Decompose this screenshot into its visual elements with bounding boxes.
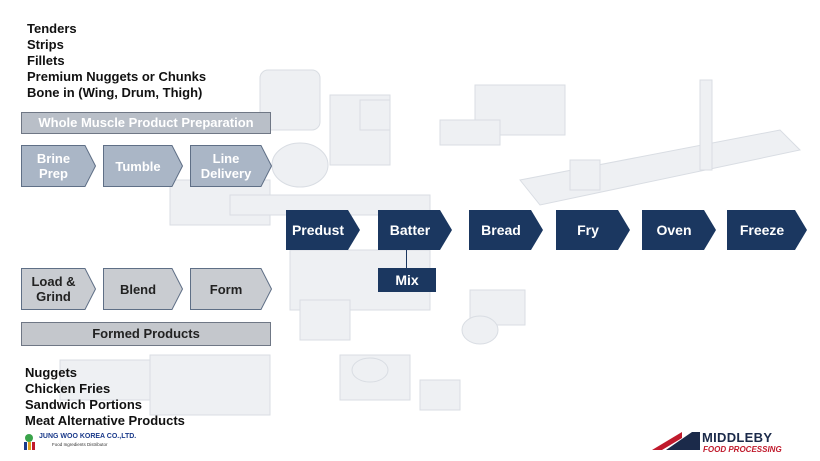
middleby-tagline: FOOD PROCESSING bbox=[703, 445, 782, 454]
list-item: Bone in (Wing, Drum, Thigh) bbox=[27, 85, 203, 100]
chevron-shape bbox=[190, 268, 272, 310]
step-oven: Oven bbox=[642, 210, 716, 250]
formed-products-section-title: Formed Products bbox=[21, 322, 271, 346]
step-blend: Blend bbox=[103, 268, 183, 310]
list-item: Premium Nuggets or Chunks bbox=[27, 69, 207, 84]
whole-muscle-section-title: Whole Muscle Product Preparation bbox=[21, 112, 271, 134]
chevron-shape bbox=[21, 145, 96, 187]
jung-woo-name: JUNG WOO KOREA CO.,LTD. bbox=[39, 433, 137, 440]
middleby-stripe-icon bbox=[652, 432, 700, 450]
middleby-logo: MIDDLEBY FOOD PROCESSING bbox=[652, 428, 792, 458]
step-label: Batter bbox=[389, 221, 431, 238]
step-label: Freeze bbox=[739, 221, 785, 238]
list-item: Tenders bbox=[27, 21, 77, 36]
step-bread: Bread bbox=[469, 210, 543, 250]
step-label: Fry bbox=[577, 221, 599, 238]
list-item: Meat Alternative Products bbox=[25, 413, 185, 428]
list-item: Strips bbox=[27, 37, 64, 52]
list-item: Chicken Fries bbox=[25, 381, 111, 396]
chevron-shape bbox=[642, 210, 716, 250]
formed-products-list: Nuggets Chicken Fries Sandwich Portions … bbox=[25, 365, 185, 429]
step-brine-prep: Brine Prep bbox=[21, 145, 96, 187]
step-label: Tumble bbox=[115, 158, 161, 174]
step-tumble: Tumble bbox=[103, 145, 183, 187]
chevron-shape bbox=[286, 210, 360, 250]
jung-woo-leaf-icon bbox=[24, 434, 35, 450]
step-label: Line Delivery bbox=[200, 151, 252, 181]
step-predust: Predust bbox=[286, 210, 360, 250]
step-batter: Batter bbox=[378, 210, 452, 250]
step-label: Predust bbox=[291, 221, 345, 238]
step-label: Bread bbox=[481, 221, 521, 238]
step-label: Form bbox=[209, 281, 243, 297]
jung-woo-tagline: Food Ingredients Distributor bbox=[52, 442, 108, 447]
step-freeze: Freeze bbox=[727, 210, 807, 250]
middleby-name: MIDDLEBY bbox=[702, 430, 773, 445]
step-form: Form bbox=[190, 268, 272, 310]
chevron-shape bbox=[103, 145, 183, 187]
step-line-delivery: Line Delivery bbox=[190, 145, 272, 187]
step-load-grind: Load & Grind bbox=[21, 268, 96, 310]
chevron-shape bbox=[556, 210, 630, 250]
list-item: Sandwich Portions bbox=[25, 397, 143, 412]
list-item: Nuggets bbox=[25, 365, 77, 380]
step-label: Load & Grind bbox=[31, 274, 76, 304]
jung-woo-korea-logo: JUNG WOO KOREA CO.,LTD. Food Ingredients… bbox=[22, 433, 162, 455]
chevron-shape bbox=[103, 268, 183, 310]
step-fry: Fry bbox=[556, 210, 630, 250]
chevron-shape bbox=[469, 210, 543, 250]
batter-mix-connector bbox=[406, 250, 407, 268]
whole-muscle-products-list: Tenders Strips Fillets Premium Nuggets o… bbox=[27, 21, 206, 101]
chevron-shape bbox=[21, 268, 96, 310]
chevron-shape bbox=[190, 145, 272, 187]
chevron-shape bbox=[727, 210, 807, 250]
step-mix: Mix bbox=[378, 268, 436, 292]
step-label: Brine Prep bbox=[36, 151, 71, 181]
list-item: Fillets bbox=[27, 53, 65, 68]
chevron-shape bbox=[378, 210, 452, 250]
step-label: Blend bbox=[119, 281, 157, 297]
step-label: Oven bbox=[656, 221, 692, 238]
